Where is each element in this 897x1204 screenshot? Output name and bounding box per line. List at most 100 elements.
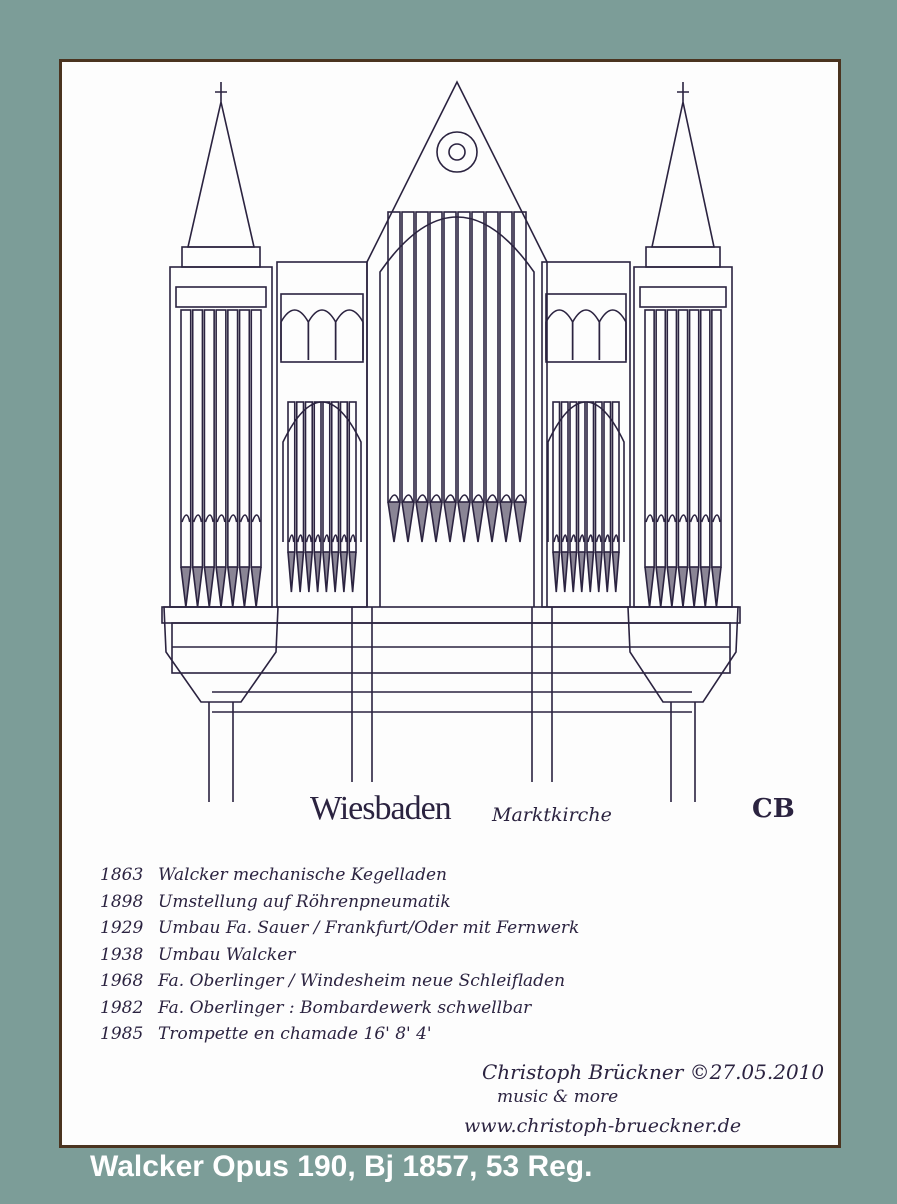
- flat-pipe-mouth: [570, 534, 577, 543]
- support-column: [531, 607, 553, 782]
- tower-base: [163, 606, 279, 703]
- flat-pipe: [552, 401, 561, 553]
- tower-base: [627, 606, 739, 703]
- flat-pipe: [295, 401, 305, 553]
- flat-arch: [598, 309, 627, 360]
- tower-pipe-mouth: [689, 514, 699, 523]
- flat-pipe: [594, 401, 603, 553]
- central-pipe-mouth: [402, 494, 414, 503]
- drawing-title: Wiesbaden: [310, 790, 452, 827]
- flat-pipe-mouth: [340, 534, 348, 543]
- tower-pipe-mouth: [192, 514, 203, 523]
- flat-pipe-mouth: [612, 534, 619, 543]
- flat-pipe-mouth: [587, 534, 594, 543]
- tower-pipe: [180, 309, 192, 568]
- central-pipe-mouth: [388, 494, 400, 503]
- tower-pipe-mouth: [251, 514, 261, 523]
- central-pipe-mouth: [458, 494, 470, 503]
- tower-pipe: [250, 309, 262, 568]
- flat-arch: [334, 309, 364, 360]
- tower-pipe-mouth: [678, 514, 688, 523]
- flat-pipe-mouth: [323, 534, 330, 543]
- tower-pipe-foot: [180, 566, 192, 608]
- tower-arcade: [639, 286, 727, 308]
- tower-pipe-mouth: [645, 514, 654, 523]
- flat-pipe-mouth: [296, 534, 304, 543]
- central-pipe-mouth: [514, 494, 526, 503]
- flat-pipe-foot: [348, 551, 357, 593]
- flat-pipe-mouth: [604, 534, 611, 543]
- flat-pipe: [560, 401, 569, 553]
- history-entry: 1982 Fa. Oberlinger : Bombardewerk schwel…: [100, 995, 579, 1022]
- tower-pipe-foot: [644, 566, 655, 608]
- flat-pipe-foot: [313, 551, 322, 593]
- central-pipe: [499, 211, 513, 503]
- base-cornice: [171, 622, 731, 674]
- flat-pipe-foot: [322, 551, 331, 593]
- tower-crown: [645, 246, 721, 268]
- tower-pipe-foot: [655, 566, 667, 608]
- tower-pipe-mouth: [656, 514, 666, 523]
- central-pipe: [457, 211, 471, 503]
- flat-tracery: [545, 293, 627, 363]
- tower-pipe: [666, 309, 678, 568]
- flat-pipe-mouth: [595, 534, 602, 543]
- tower-pipe-foot: [677, 566, 689, 608]
- central-pipe: [415, 211, 429, 503]
- flat-pipe-foot: [552, 551, 561, 593]
- history-year: 1898: [100, 891, 144, 912]
- central-pipe-foot: [429, 501, 443, 543]
- website-link[interactable]: www.christoph-brueckner.de: [464, 1115, 742, 1137]
- flat-pipe-mouth: [578, 534, 585, 543]
- artist-monogram: CB: [752, 794, 795, 824]
- flat-pipe: [611, 401, 620, 553]
- history-year: 1929: [100, 918, 144, 938]
- organ-case: [161, 80, 741, 802]
- tower-pipe-foot: [238, 566, 251, 608]
- flat-arch: [571, 309, 601, 360]
- history-year: 1968: [100, 971, 144, 991]
- history-text: Fa. Oberlinger / Windesheim neue Schleif…: [158, 971, 566, 991]
- central-pipe-foot: [415, 501, 429, 543]
- flat-pipe-foot: [330, 551, 340, 593]
- tower-pipe: [688, 309, 700, 568]
- flat-pipe-mouth: [305, 534, 313, 543]
- tower-pipe-mouth: [700, 514, 710, 523]
- flat-pipe-foot: [304, 551, 314, 593]
- tower-pipe: [227, 309, 239, 568]
- flat-pipe: [339, 401, 349, 553]
- flat-pipe: [313, 401, 322, 553]
- rose-window-center: [448, 143, 466, 161]
- flat-pipe-mouth: [314, 534, 321, 543]
- history-entry: 1929 Umbau Fa. Sauer / Frankfurt/Oder mit…: [100, 915, 579, 942]
- tower-pipe: [644, 309, 655, 568]
- history-year: 1938: [100, 944, 144, 965]
- central-pipe-mouth: [486, 494, 498, 503]
- flat-tracery: [280, 293, 364, 363]
- drawing-subtitle: Marktkirche: [492, 804, 612, 826]
- tower-pipe: [203, 309, 215, 568]
- tower-pipe-foot: [215, 566, 227, 608]
- tower-pipe: [215, 309, 227, 568]
- flat-pipe-foot: [560, 551, 569, 593]
- history-year: 1985: [100, 1024, 144, 1044]
- flat-arch: [307, 309, 337, 360]
- history-year: 1982: [100, 997, 144, 1018]
- history-text: Fa. Oberlinger : Bombardewerk schwellbar: [158, 997, 532, 1018]
- tower-pipe-foot: [227, 566, 239, 608]
- flat-pipe: [304, 401, 314, 553]
- central-arch: [379, 216, 535, 607]
- central-pipe-foot: [485, 501, 499, 543]
- central-pipe: [387, 211, 401, 503]
- flat-pipe-foot: [287, 551, 296, 593]
- tower-spire: [186, 82, 256, 248]
- flat-pipe: [322, 401, 331, 553]
- organ-sketch: [161, 80, 741, 802]
- central-pipe: [485, 211, 499, 503]
- flat-pipe-mouth: [553, 534, 560, 543]
- history-text: Umbau Fa. Sauer / Frankfurt/Oder mit Fer…: [158, 918, 580, 938]
